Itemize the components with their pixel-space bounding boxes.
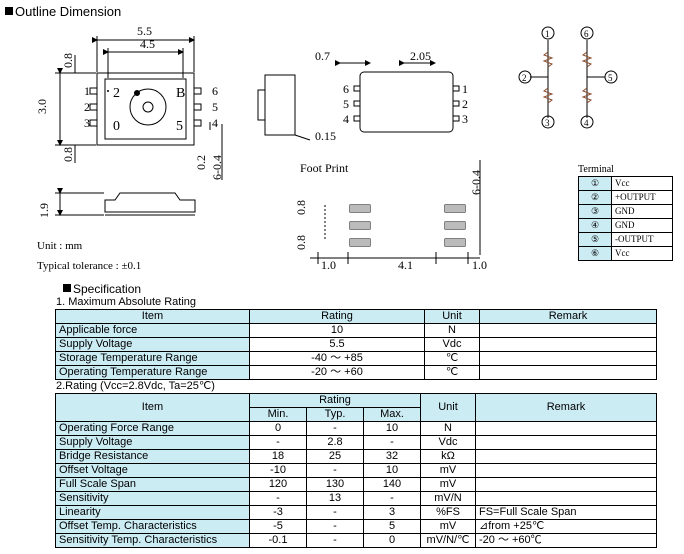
pin-2: 2	[84, 100, 90, 114]
node-1: 1	[545, 29, 550, 39]
outline-heading: Outline Dimension	[5, 4, 121, 19]
terminal-row: ⑤-OUTPUT	[578, 232, 673, 247]
node-6: 6	[584, 29, 589, 39]
fp-4-1: 4.1	[398, 258, 413, 272]
spec-sub1: 1. Maximum Absolute Rating	[56, 296, 197, 308]
table-row: Storage Temperature Range-40 ～ +85℃	[55, 351, 657, 366]
table-row: Sensitivity-13-mV/N	[55, 491, 657, 506]
terminal-row: ②+OUTPUT	[578, 190, 673, 205]
pin-3: 3	[84, 116, 90, 130]
side-pin-3: 3	[462, 112, 468, 126]
mark-0: 0	[113, 119, 120, 134]
terminal-title: Terminal	[578, 164, 614, 175]
footprint-title: Foot Print	[300, 161, 349, 175]
fp-1-0-left: 1.0	[321, 258, 336, 272]
node-4: 4	[584, 118, 589, 128]
dim-5-5: 5.5	[137, 24, 152, 38]
dim-0-8-top: 0.8	[61, 53, 75, 68]
dim-4-5: 4.5	[140, 37, 155, 51]
node-2: 2	[522, 73, 527, 83]
fp-6-0-4: 6-0.4	[469, 170, 483, 195]
spec-heading: Specification	[63, 282, 141, 296]
table-row: Supply Voltage-2.8-Vdc	[55, 435, 657, 450]
pin-5: 5	[212, 100, 218, 114]
dim-3-0: 3.0	[35, 99, 49, 114]
side-pin-6: 6	[343, 82, 349, 96]
spec-sub2: 2.Rating (Vcc=2.8Vdc, Ta=25℃)	[56, 380, 215, 392]
outline-drawing: 5.5 4.5 3.0 0.8 0.8 0.2 6-0.4 1.9 1 2 3 …	[35, 24, 618, 272]
pin-1: 1	[84, 84, 90, 98]
dim-6-0-4: 6-0.4	[210, 155, 224, 180]
side-pin-5: 5	[343, 97, 349, 111]
side-pin-4: 4	[343, 112, 349, 126]
fp-0-8-b: 0.8	[294, 235, 308, 250]
side-pin-1: 1	[462, 82, 468, 96]
mark-B: B	[176, 86, 185, 101]
node-3: 3	[545, 118, 550, 128]
dim-0-15: 0.15	[315, 129, 336, 143]
node-5: 5	[608, 73, 613, 83]
dim-0-7: 0.7	[315, 49, 330, 63]
dim-2-05: 2.05	[410, 49, 431, 63]
dim-0-2: 0.2	[194, 155, 208, 170]
dim-1-9: 1.9	[37, 203, 51, 218]
table-row: Operating Temperature Range-20 ～ +60℃	[55, 365, 657, 380]
fp-1-0-right: 1.0	[472, 258, 487, 272]
side-pin-2: 2	[462, 97, 468, 111]
mark-5: 5	[176, 119, 183, 134]
pin-6: 6	[212, 84, 218, 98]
fp-0-8-a: 0.8	[294, 200, 308, 215]
tolerance-note: Typical tolerance : ±0.1	[37, 260, 142, 272]
mark-2: 2	[113, 86, 120, 101]
unit-note: Unit : mm	[37, 240, 83, 252]
dim-0-8-bottom: 0.8	[61, 147, 75, 162]
pin-4: 4	[212, 116, 218, 130]
